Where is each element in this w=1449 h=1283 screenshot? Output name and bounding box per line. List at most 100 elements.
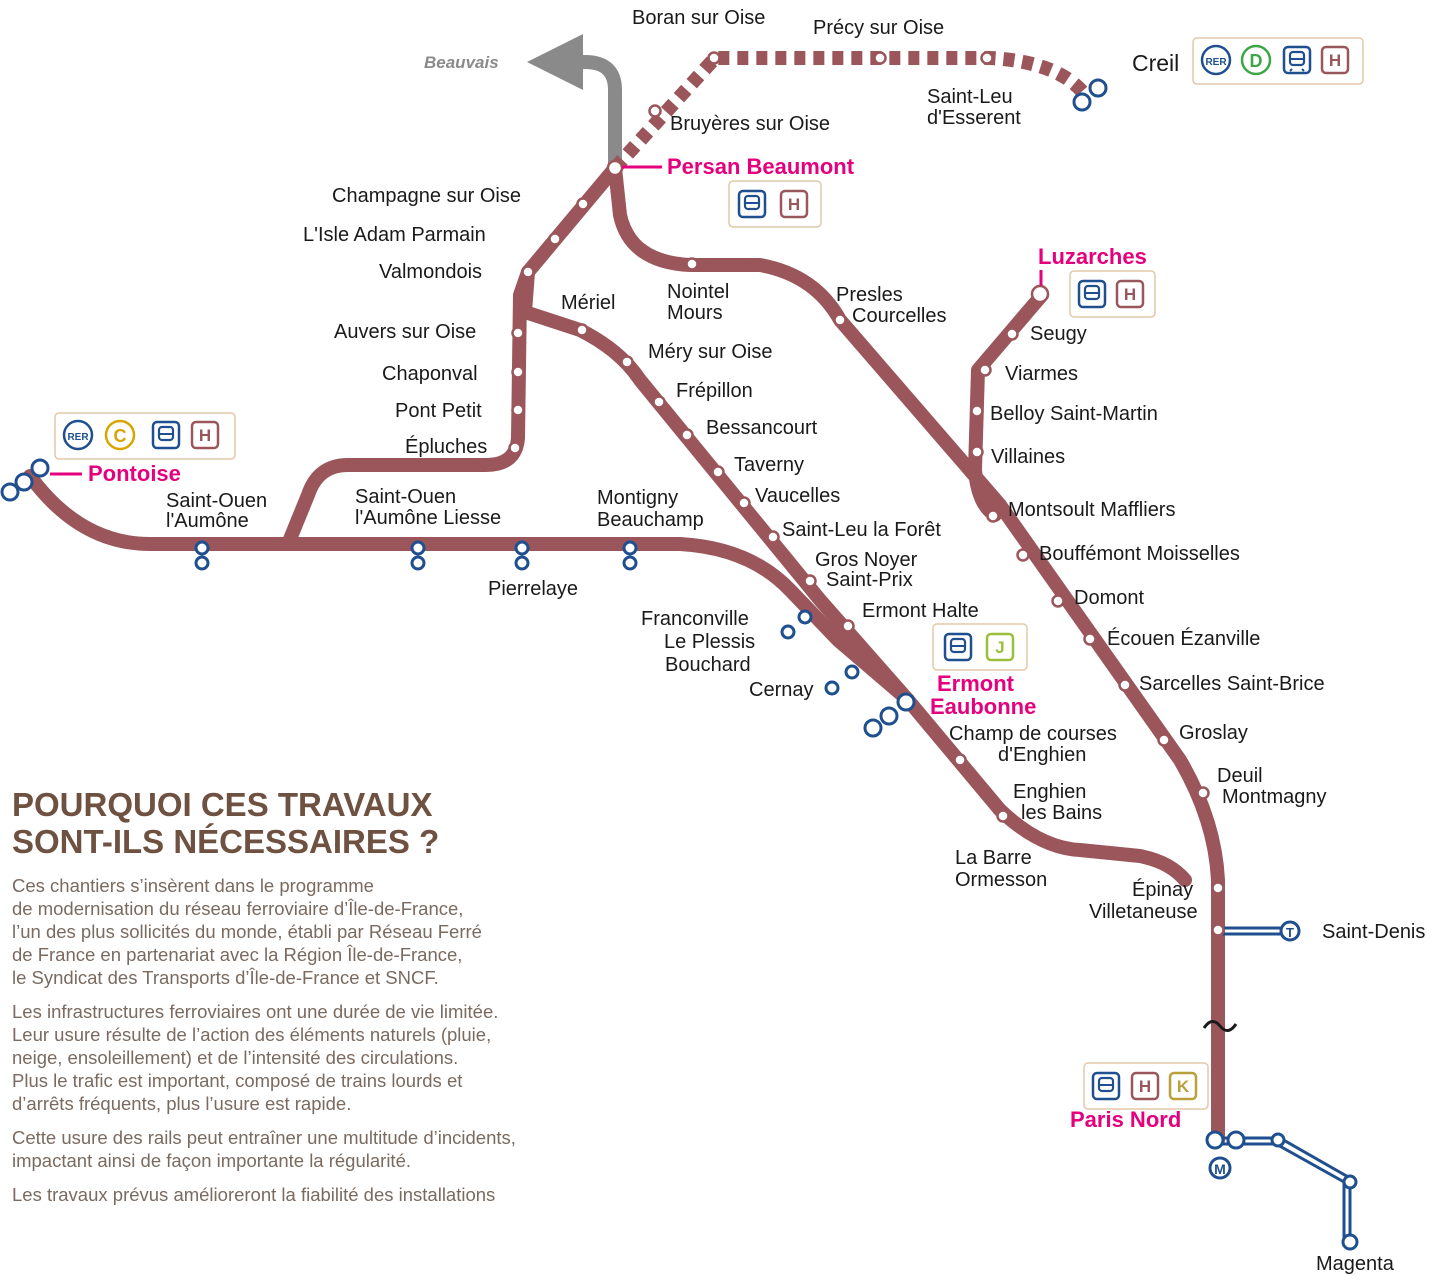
- line-h-badge: H: [788, 195, 800, 214]
- station-label: Chaponval: [382, 363, 478, 385]
- station-label: Auvers sur Oise: [334, 321, 476, 343]
- line-h-badge: H: [1139, 1077, 1151, 1096]
- station-label: Gros Noyer: [815, 549, 918, 571]
- station-label: l'Aumône: [166, 510, 249, 532]
- hub-label-persan: Persan Beaumont: [667, 154, 855, 179]
- station-label: Saint-Leu la Forêt: [782, 519, 941, 541]
- line-c-badge: C: [114, 426, 127, 446]
- station-label: Montsoult Maffliers: [1008, 499, 1175, 521]
- rer-badge: RER: [1205, 57, 1227, 68]
- station-label: Saint-Ouen: [166, 490, 267, 512]
- station-label: Taverny: [734, 454, 804, 476]
- station-label: Bouffémont Moisselles: [1039, 543, 1240, 565]
- section-heading: POURQUOI CES TRAVAUX SONT-ILS NÉCESSAIRE…: [12, 786, 440, 860]
- station-label: Montigny: [597, 487, 678, 509]
- paragraph: Ces chantiers s’insèrent dans le program…: [12, 875, 482, 988]
- station-label: Champ de courses: [949, 723, 1117, 745]
- badges-ermont: J: [932, 623, 1028, 671]
- line-h-badge: H: [1124, 285, 1136, 304]
- branch-label-beauvais: Beauvais: [424, 53, 499, 72]
- station-label: Enghien: [1013, 781, 1086, 803]
- station-label: Sarcelles Saint-Brice: [1139, 673, 1325, 695]
- paragraph: Cette usure des rails peut entraîner une…: [12, 1127, 516, 1171]
- station-label: les Bains: [1021, 802, 1102, 824]
- station-label: Épluches: [405, 435, 487, 458]
- station-label: Deuil: [1217, 765, 1263, 787]
- station-label: Viarmes: [1005, 363, 1078, 385]
- station-label: Le Plessis: [664, 631, 755, 653]
- station-label: Villaines: [991, 446, 1065, 468]
- beauvais-branch-line: [527, 34, 622, 168]
- line-break-symbol: [1202, 1020, 1238, 1032]
- station-label: Seugy: [1030, 323, 1087, 345]
- station-label: Boran sur Oise: [632, 7, 765, 29]
- station-label: Presles: [836, 284, 903, 306]
- paragraph: Les infrastructures ferroviaires ont une…: [12, 1001, 499, 1114]
- badges-luzarches: H: [1069, 270, 1156, 318]
- station-label: Mours: [667, 302, 723, 324]
- station-label: Mériel: [561, 292, 615, 314]
- badges-pontoise: RER C H: [54, 412, 236, 460]
- station-label: Domont: [1074, 587, 1144, 609]
- correspondence-symbols: [0, 78, 1359, 1251]
- station-label: d'Esserent: [927, 107, 1021, 129]
- station-label: Saint-Ouen: [355, 486, 456, 508]
- station-label: Ermont Halte: [862, 600, 979, 622]
- station-label: Saint-Denis: [1322, 921, 1425, 943]
- train-icon: [157, 425, 175, 442]
- train-icon: [1288, 50, 1306, 72]
- station-label: Villetaneuse: [1089, 901, 1198, 923]
- badges-paris-nord: H K: [1083, 1062, 1209, 1110]
- line-persan-paris: [608, 161, 1225, 1147]
- station-label: Méry sur Oise: [648, 341, 772, 363]
- station-label: Pierrelaye: [488, 578, 578, 600]
- station-label: Nointel: [667, 281, 729, 303]
- line-ermont-paris: [901, 693, 1192, 887]
- station-label: Magenta: [1316, 1253, 1395, 1275]
- station-label: l'Aumône Liesse: [355, 507, 501, 529]
- station-label: Montmagny: [1222, 786, 1327, 808]
- station-label: La Barre: [955, 847, 1032, 869]
- line-h-badge: H: [199, 426, 211, 445]
- station-label: Valmondois: [379, 261, 482, 283]
- station-label: Épinay: [1132, 878, 1193, 901]
- station-label: Bruyères sur Oise: [670, 113, 830, 135]
- metro-badge: M: [1214, 1161, 1226, 1177]
- line-persan-valmondois: [521, 161, 622, 279]
- station-label: Bessancourt: [706, 417, 818, 439]
- hub-label-paris-nord: Paris Nord: [1070, 1107, 1181, 1132]
- line-saint-ouen-sarcelles-branch: [23, 469, 915, 707]
- station-stops: [508, 51, 1225, 937]
- station-label: Vaucelles: [755, 485, 840, 507]
- badges-creil: RER D H: [1192, 37, 1364, 85]
- station-label: Groslay: [1179, 722, 1248, 744]
- station-label: Bouchard: [665, 654, 751, 676]
- station-label: d'Enghien: [998, 744, 1086, 766]
- station-label: Champagne sur Oise: [332, 185, 521, 207]
- station-label: Précy sur Oise: [813, 17, 944, 39]
- station-label: Écouen Ézanville: [1107, 627, 1260, 650]
- station-label: Franconville: [641, 608, 749, 630]
- correspondences: [1218, 926, 1352, 1245]
- station-label: Creil: [1132, 50, 1179, 76]
- hub-label-pontoise: Pontoise: [88, 461, 181, 486]
- hub-label-ermont: Ermont: [937, 671, 1015, 696]
- station-label: L'Isle Adam Parmain: [303, 224, 486, 246]
- station-label: Beauchamp: [597, 509, 704, 531]
- station-label: Courcelles: [852, 305, 946, 327]
- hub-label-luzarches: Luzarches: [1038, 244, 1147, 269]
- station-label: Pont Petit: [395, 400, 482, 422]
- train-icon: [743, 194, 761, 211]
- station-label: Ormesson: [955, 869, 1047, 891]
- paragraph: Les travaux prévus amélioreront la fiabi…: [12, 1184, 496, 1205]
- station-label: Belloy Saint-Martin: [990, 403, 1158, 425]
- station-label: Frépillon: [676, 380, 753, 402]
- station-label: Saint-Leu: [927, 86, 1013, 108]
- line-h-badge: H: [1329, 51, 1341, 70]
- line-j-badge: J: [995, 638, 1004, 657]
- station-label: Cernay: [749, 679, 813, 701]
- line-k-badge: K: [1177, 1077, 1190, 1096]
- tram-badge: T: [1286, 925, 1294, 940]
- station-label: Saint-Prix: [826, 569, 913, 591]
